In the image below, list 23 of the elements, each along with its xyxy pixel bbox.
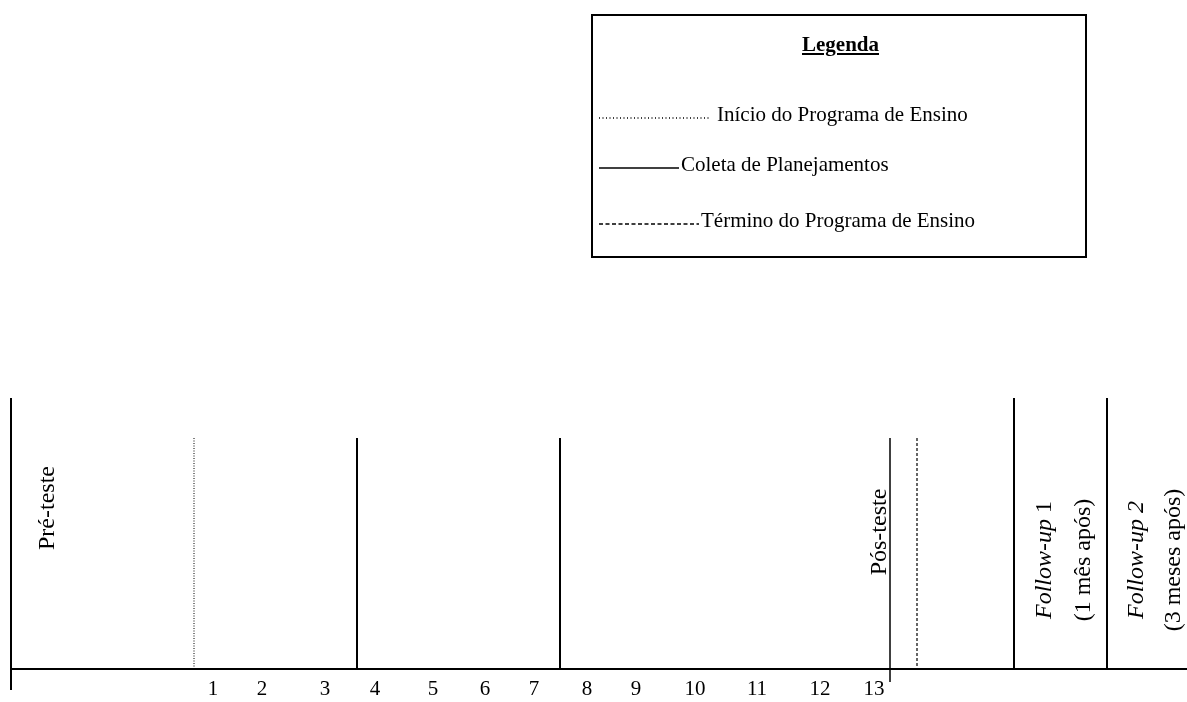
session-number: 3 [319, 678, 331, 699]
phase-label: (1 mês após) [1070, 498, 1094, 622]
phase-label: (3 meses após) [1160, 488, 1184, 632]
session-number: 5 [427, 678, 439, 699]
session-number: 6 [479, 678, 491, 699]
phase-label: Pós-teste [866, 488, 890, 576]
legend-label: Coleta de Planejamentos [681, 154, 889, 175]
phase-label: Pré-teste [34, 466, 58, 550]
legend-label: Término do Programa de Ensino [701, 210, 976, 231]
session-number: 2 [256, 678, 268, 699]
session-number: 8 [581, 678, 593, 699]
phase-label: Follow-up 2 [1123, 501, 1147, 619]
session-number: 13 [863, 678, 885, 699]
session-number: 11 [746, 678, 768, 699]
legend-label: Início do Programa de Ensino [717, 104, 968, 125]
session-number: 7 [528, 678, 540, 699]
session-number: 4 [369, 678, 381, 699]
session-number: 1 [207, 678, 219, 699]
session-number: 12 [809, 678, 831, 699]
session-number: 10 [684, 678, 706, 699]
session-number: 9 [630, 678, 642, 699]
phase-label: Follow-up 1 [1031, 501, 1055, 619]
legend-title: Legenda [802, 34, 879, 55]
